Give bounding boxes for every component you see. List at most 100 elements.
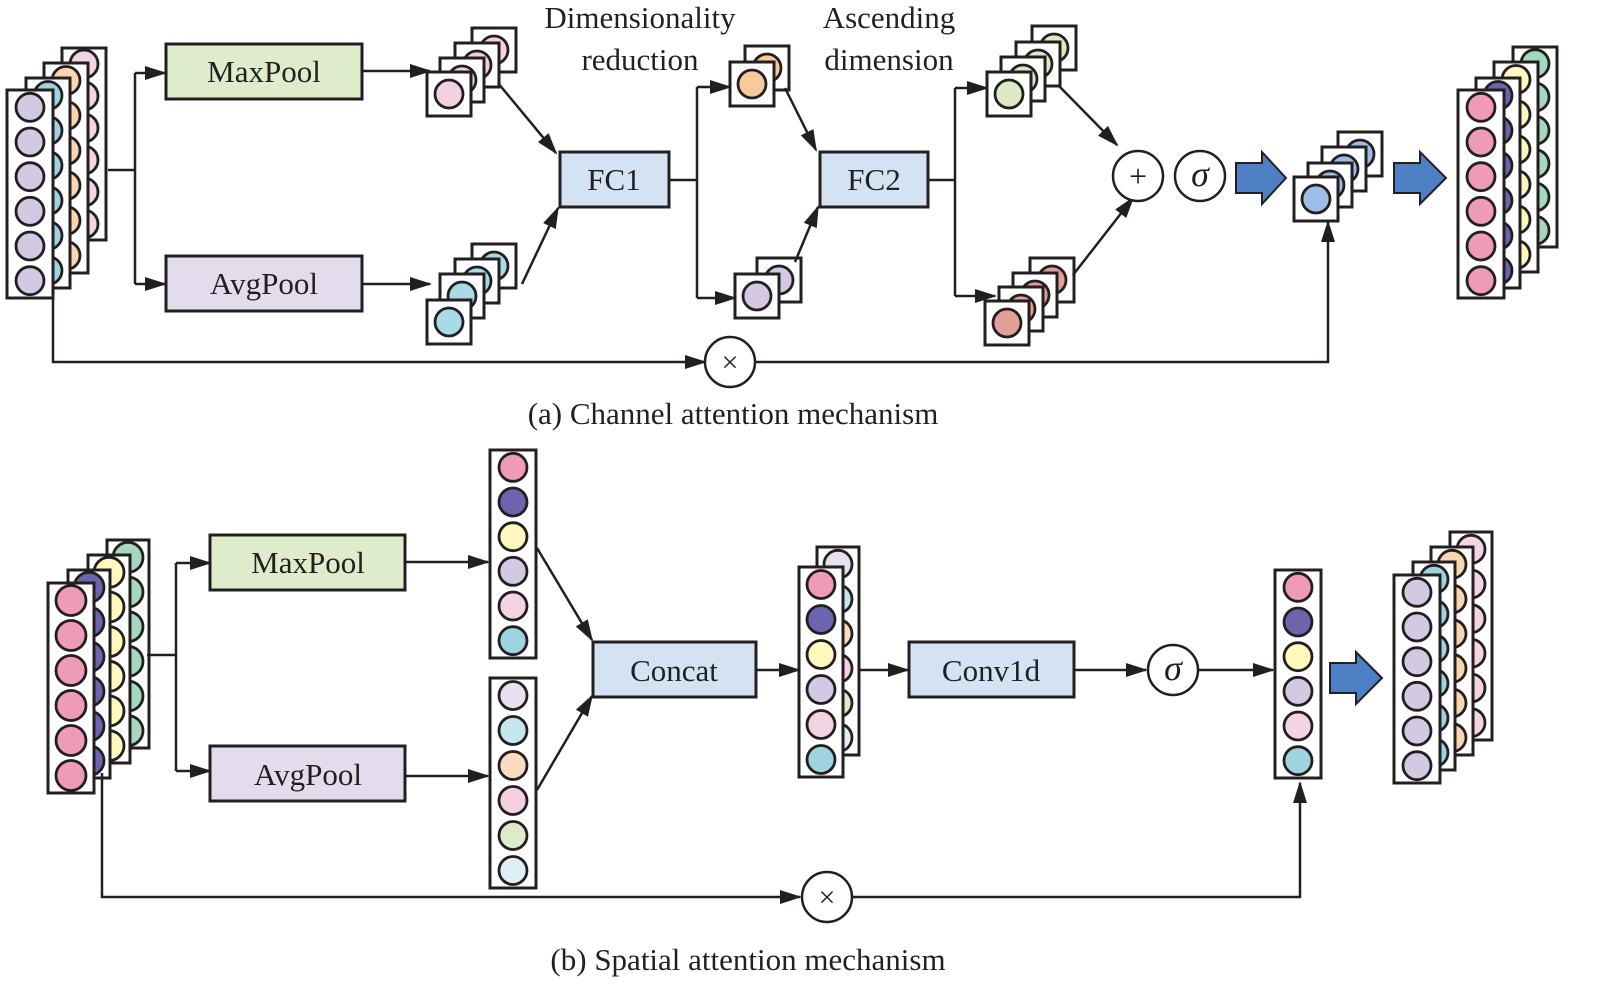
feature-node <box>1282 641 1314 673</box>
channel-weight-stack <box>1292 130 1384 223</box>
arrow-to-fc2 <box>793 205 820 263</box>
feature-node <box>1465 265 1497 297</box>
feature-node <box>805 674 837 705</box>
feature-node <box>497 590 529 622</box>
skip-connection <box>51 298 707 369</box>
feature-node <box>1465 230 1497 262</box>
feature-column-frame <box>488 676 538 890</box>
channel-avgpool-label: AvgPool <box>210 266 318 301</box>
channel-caption: (a) Channel attention mechanism <box>528 396 939 431</box>
feature-node <box>1282 710 1314 742</box>
big-arrow-icon <box>1393 149 1448 207</box>
feature-node <box>14 91 46 123</box>
feature-node <box>1282 675 1314 707</box>
feature-node <box>1282 571 1314 603</box>
sigma-icon: σ <box>1164 648 1183 688</box>
sigma-icon: σ <box>1191 154 1210 194</box>
feature-node <box>1465 91 1497 123</box>
feature-node <box>497 625 529 657</box>
feature-node <box>1282 606 1314 638</box>
arrow-to-add <box>1057 84 1119 147</box>
multiply-icon: × <box>819 881 836 914</box>
feature-node <box>14 265 46 297</box>
channel-output-feature-map <box>1456 45 1559 300</box>
feature-node <box>54 759 88 792</box>
feature-column-frame <box>1273 568 1323 780</box>
feature-node <box>497 486 529 518</box>
feature-node <box>805 709 837 740</box>
feature-node <box>1465 195 1497 227</box>
feature-node <box>54 584 88 617</box>
feature-node <box>54 619 88 652</box>
spatial-output-feature-map <box>1392 530 1494 785</box>
plus-icon: + <box>1129 158 1147 194</box>
big-arrow-icon <box>1329 649 1384 707</box>
feature-node <box>14 126 46 158</box>
channel-input-feature-map <box>5 46 108 300</box>
skip-connection <box>100 773 802 904</box>
feature-node <box>433 78 465 110</box>
fc2-label: FC2 <box>847 162 900 197</box>
channel-attention-section: MaxPool AvgPool FC1 Dimensionality reduc… <box>5 0 1559 431</box>
feature-node <box>1401 576 1433 608</box>
fc1-output-bottom-stack <box>733 256 803 320</box>
feature-column-frame <box>797 565 845 779</box>
ascending-dimension-label-2: dimension <box>824 42 954 77</box>
feature-node <box>497 715 529 746</box>
feature-node <box>14 195 46 227</box>
feature-node <box>497 785 529 816</box>
feature-node <box>805 569 837 600</box>
feature-node <box>1401 715 1433 747</box>
feature-node <box>741 280 773 312</box>
feature-node <box>497 521 529 553</box>
feature-node <box>14 161 46 193</box>
spatial-maxpool-output-column <box>488 448 538 660</box>
feature-node <box>805 744 837 775</box>
arrow-to-fc1 <box>520 206 560 285</box>
spatial-input-feature-map <box>46 538 151 795</box>
arrow-to-concat <box>535 694 594 791</box>
spatial-avgpool-label: AvgPool <box>254 757 362 792</box>
add-operator: + <box>1111 149 1165 203</box>
feature-node <box>805 604 837 635</box>
spatial-attention-section: MaxPool AvgPool Concat Conv1d σ <box>46 448 1494 977</box>
skip-connection <box>755 220 1335 364</box>
ascending-dimension-label: Ascending <box>823 0 956 35</box>
arrow-to-add <box>1072 196 1135 276</box>
feature-node <box>54 654 88 687</box>
feature-node <box>1401 611 1433 643</box>
feature-node <box>497 555 529 587</box>
dimensionality-reduction-label: Dimensionality <box>544 0 736 35</box>
feature-column-frame <box>5 88 55 300</box>
feature-node <box>497 750 529 781</box>
spatial-maxpool-block: MaxPool <box>208 533 407 592</box>
arrow-to-fc2 <box>783 87 818 152</box>
spatial-avgpool-block: AvgPool <box>208 744 407 803</box>
dimensionality-reduction-label-2: reduction <box>581 42 699 77</box>
feature-node <box>1401 750 1433 782</box>
spatial-caption: (b) Spatial attention mechanism <box>550 942 945 977</box>
feature-node <box>736 68 768 100</box>
feature-node <box>1465 161 1497 193</box>
arrow-to-concat <box>535 547 594 642</box>
feature-node <box>497 680 529 711</box>
feature-node <box>805 639 837 670</box>
feature-node <box>991 307 1023 339</box>
feature-node <box>1401 680 1433 712</box>
channel-maxpool-label: MaxPool <box>207 54 321 89</box>
feature-node <box>1282 745 1314 777</box>
fc2-block: FC2 <box>818 150 930 209</box>
feature-node <box>54 689 88 722</box>
concat-output-stack <box>797 545 861 779</box>
channel-avgpool-output-stack <box>425 242 518 346</box>
feature-node <box>1300 183 1332 215</box>
feature-column-frame <box>488 448 538 660</box>
arrow-to-fc1 <box>497 82 558 155</box>
fc2-output-top-stack <box>985 24 1078 118</box>
feature-node <box>54 724 88 757</box>
spatial-avgpool-output-column <box>488 676 538 890</box>
channel-avgpool-block: AvgPool <box>164 254 364 313</box>
fc2-output-bottom-stack <box>983 256 1076 347</box>
feature-node <box>433 306 465 338</box>
